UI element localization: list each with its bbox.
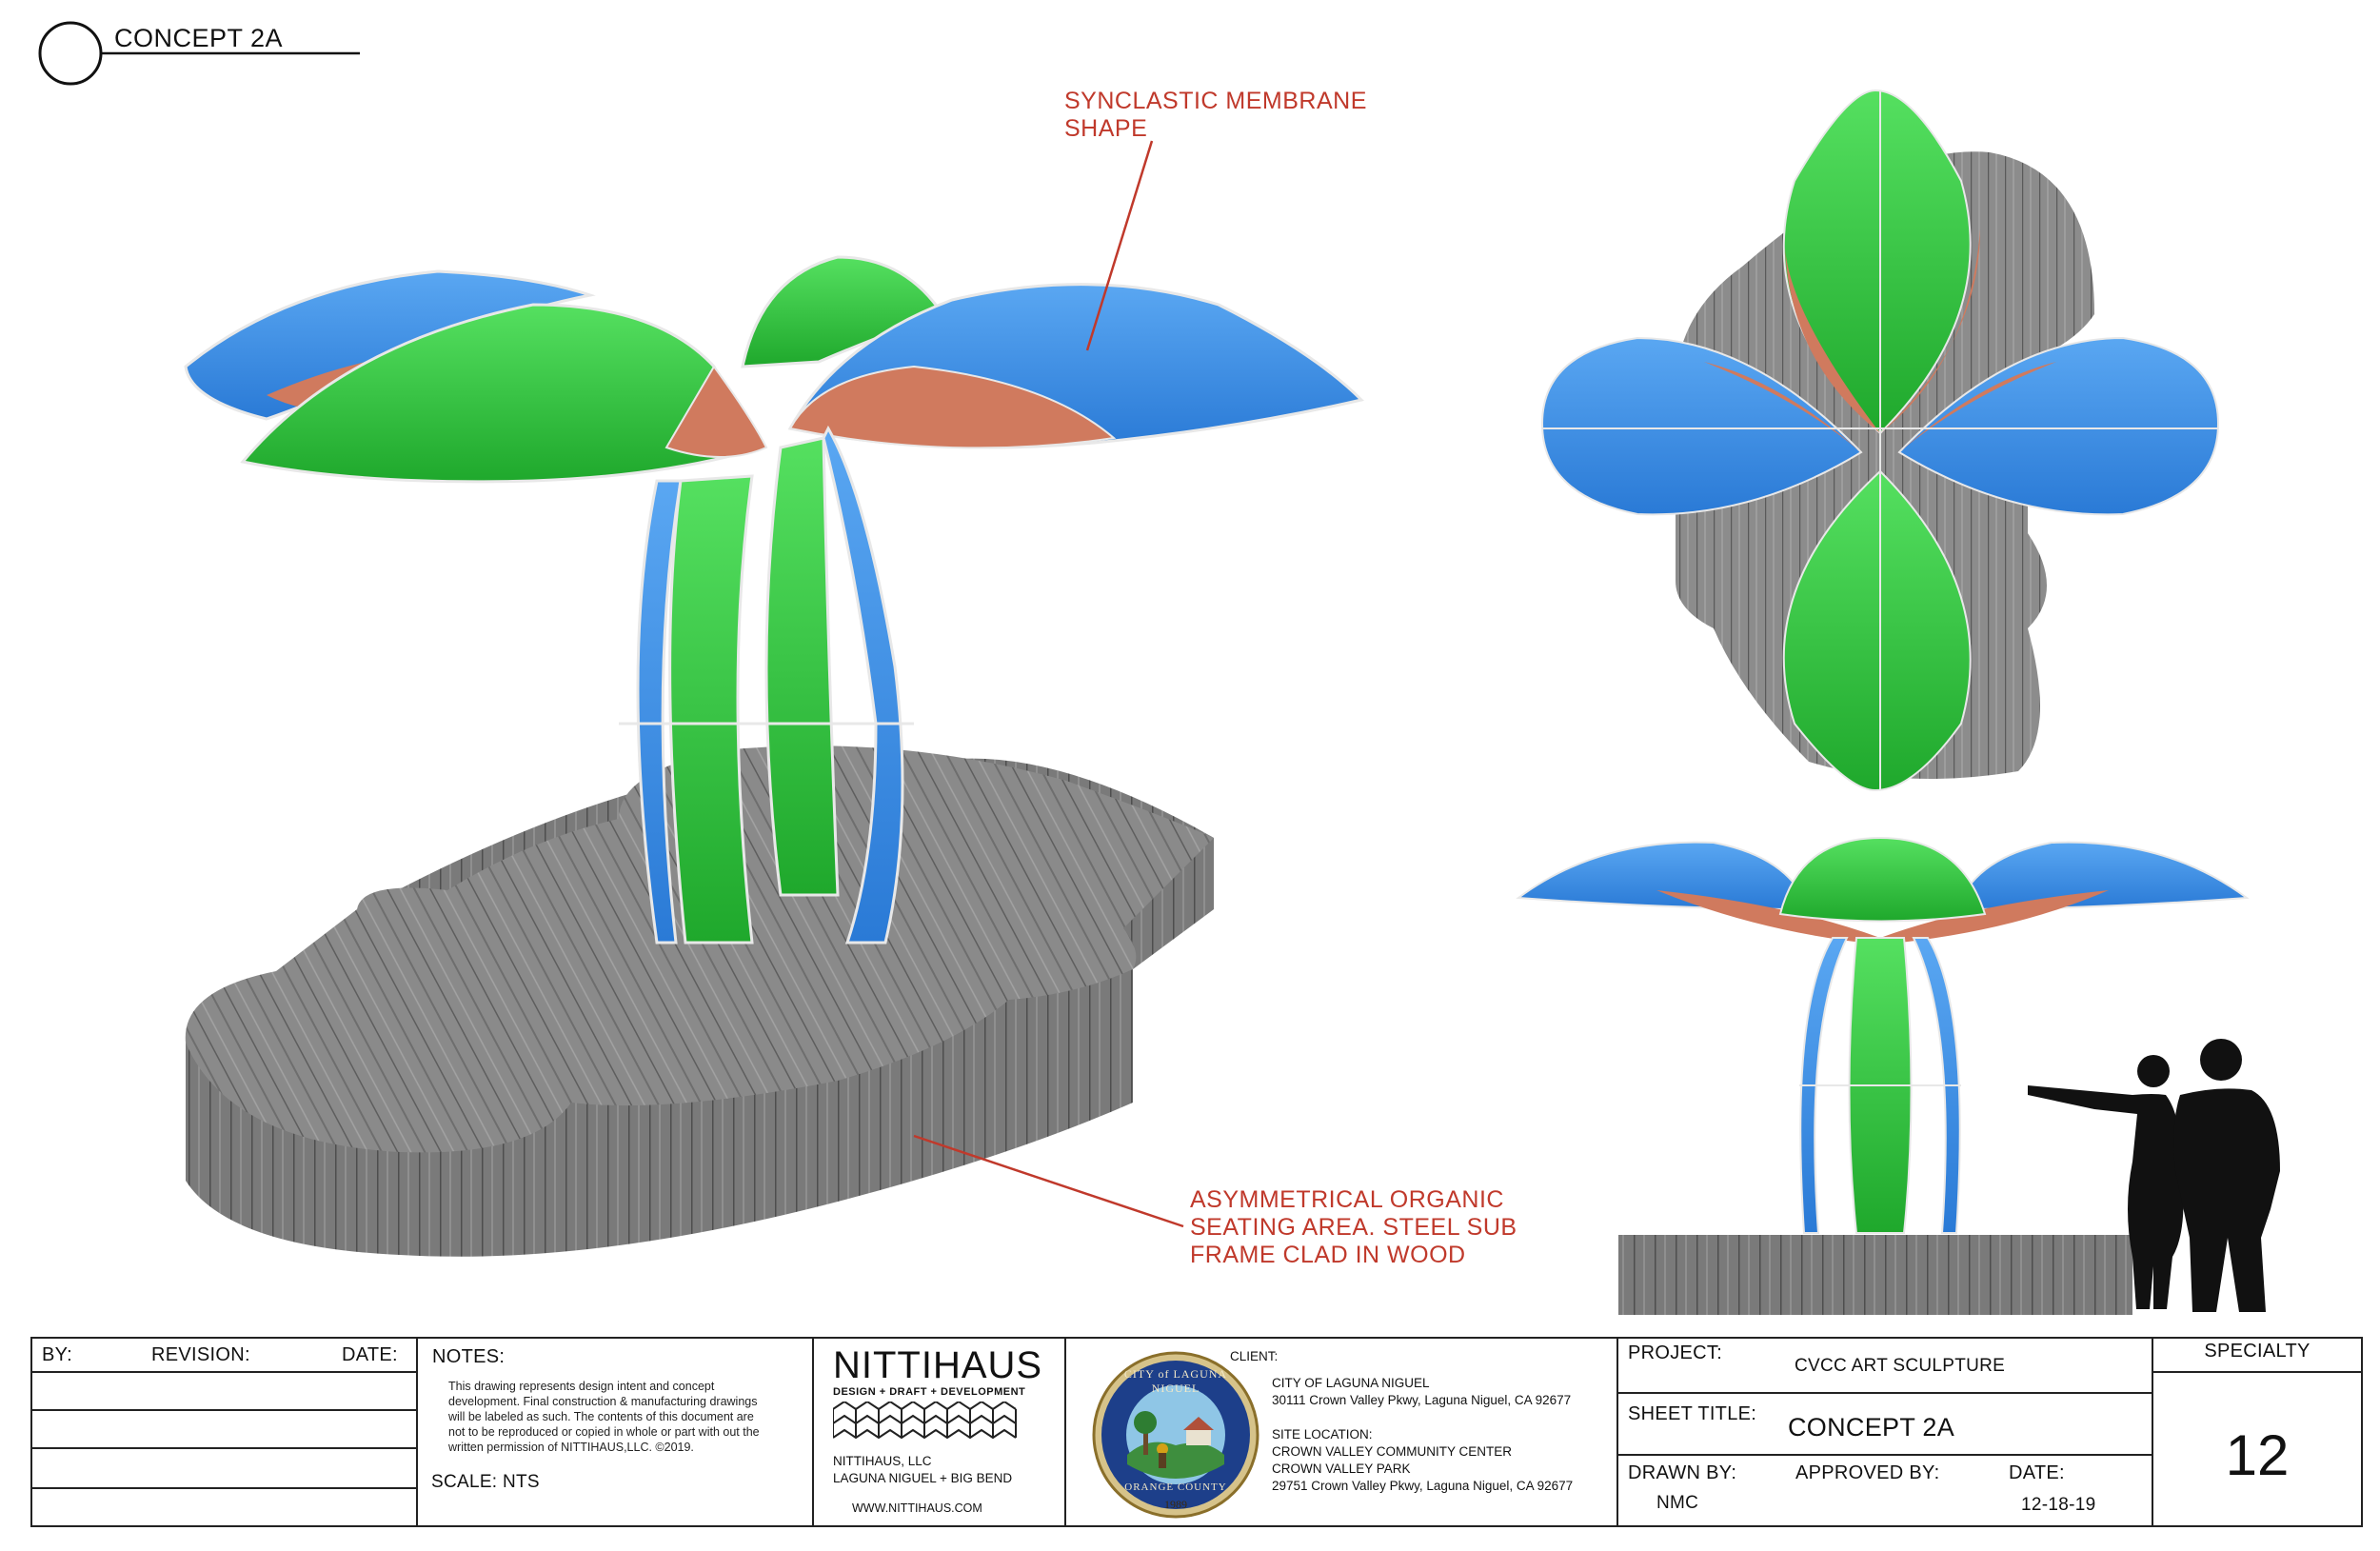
revision-column: BY: REVISION: DATE: xyxy=(32,1339,418,1525)
project-divider-2 xyxy=(1618,1454,2152,1456)
notes-line-3: will be labeled as such. The contents of… xyxy=(448,1410,754,1423)
human-figures-silhouette xyxy=(2028,1039,2280,1312)
firm-website: WWW.NITTIHAUS.COM xyxy=(852,1501,982,1515)
revision-label: REVISION: xyxy=(151,1344,250,1365)
column-left-blue xyxy=(636,479,683,945)
notes-heading: NOTES: xyxy=(432,1346,506,1367)
firm-column: NITTIHAUS DESIGN + DRAFT + DEVELOPMENT N… xyxy=(814,1339,1066,1525)
canopy-right-underside xyxy=(788,365,1117,449)
plan-petal-bottom xyxy=(1782,469,1972,792)
membrane-callout-line2: SHAPE xyxy=(1064,115,1148,142)
elevation-canopy-right xyxy=(1954,841,2250,911)
plan-petal-top xyxy=(1782,89,1972,435)
seating-leader-line xyxy=(913,1134,1184,1228)
perspective-view xyxy=(184,255,1364,1257)
revision-row-line-4 xyxy=(32,1487,416,1489)
elevation-dome xyxy=(1778,836,1987,923)
specialty-divider xyxy=(2153,1371,2361,1373)
site-location-label: SITE LOCATION: xyxy=(1272,1427,1373,1442)
sheet-title: CONCEPT 2A xyxy=(1788,1413,1955,1442)
notes-line-1: This drawing represents design intent an… xyxy=(448,1380,715,1393)
site-address: 29751 Crown Valley Pkwy, Laguna Niguel, … xyxy=(1272,1479,1574,1493)
project-date-label: DATE: xyxy=(2009,1462,2065,1483)
firm-llc: NITTIHAUS, LLC xyxy=(833,1454,932,1468)
client-address: 30111 Crown Valley Pkwy, Laguna Niguel, … xyxy=(1272,1393,1572,1407)
seating-callout-line3: FRAME CLAD IN WOOD xyxy=(1190,1242,1466,1268)
elevation-column-left xyxy=(1799,937,1849,1234)
sheet-title-label: SHEET TITLE: xyxy=(1628,1403,1757,1424)
notes-column: NOTES: This drawing represents design in… xyxy=(418,1339,814,1525)
seating-callout-line1: ASYMMETRICAL ORGANIC xyxy=(1190,1186,1504,1213)
revision-row-line-3 xyxy=(32,1447,416,1449)
drawn-by-label: DRAWN BY: xyxy=(1628,1462,1737,1483)
notes-line-4: not to be reproduced or copied in whole … xyxy=(448,1425,760,1439)
client-label: CLIENT: xyxy=(1230,1349,1279,1363)
client-column: CITY of LAGUNA NIGUEL ORANGE COUNTY 1989… xyxy=(1066,1339,1618,1525)
site-line-1: CROWN VALLEY COMMUNITY CENTER xyxy=(1272,1444,1513,1459)
firm-tagline: DESIGN + DRAFT + DEVELOPMENT xyxy=(833,1386,1026,1398)
revision-date-label: DATE: xyxy=(342,1344,398,1365)
site-line-2: CROWN VALLEY PARK xyxy=(1272,1462,1411,1476)
project-label: PROJECT: xyxy=(1628,1342,1723,1363)
scale-label: SCALE: NTS xyxy=(431,1472,540,1492)
sheet-number: 12 xyxy=(2225,1423,2290,1487)
plan-petal-top-underside xyxy=(1785,229,1980,433)
project-name: CVCC ART SCULPTURE xyxy=(1795,1356,2006,1376)
elevation-canopy-left xyxy=(1516,841,1811,911)
project-date-value: 12-18-19 xyxy=(2021,1495,2096,1515)
elevation-column-right xyxy=(1912,937,1961,1234)
notes-line-2: development. Final construction & manufa… xyxy=(448,1395,758,1408)
client-name: CITY OF LAGUNA NIGUEL xyxy=(1272,1376,1430,1390)
seating-base-top xyxy=(185,746,1214,1153)
project-column: PROJECT: CVCC ART SCULPTURE SHEET TITLE:… xyxy=(1618,1339,2153,1525)
firm-locations: LAGUNA NIGUEL + BIG BEND xyxy=(833,1471,1013,1485)
column-right-blue xyxy=(822,425,904,945)
plan-seating xyxy=(1676,151,2094,780)
seal-year: 1989 xyxy=(1164,1498,1187,1511)
revision-row-line-1 xyxy=(32,1371,416,1373)
concept-marker-circle xyxy=(38,21,103,86)
notes-line-5: written permission of NITTIHAUS,LLC. ©20… xyxy=(448,1441,694,1454)
plan-view xyxy=(1540,89,2220,792)
elevation-view xyxy=(1516,836,2250,1315)
project-divider-1 xyxy=(1618,1392,2152,1394)
specialty-label: SPECIALTY xyxy=(2204,1341,2311,1362)
membrane-leader-line xyxy=(1085,140,1154,351)
revision-row-line-2 xyxy=(32,1409,416,1411)
membrane-callout: SYNCLASTIC MEMBRANE SHAPE xyxy=(1064,88,1367,143)
plan-petal-left xyxy=(1540,336,1863,516)
seal-city-text: CITY of LAGUNA NIGUEL xyxy=(1123,1367,1228,1395)
elevation-seating xyxy=(1618,1235,2132,1315)
by-label: BY: xyxy=(42,1344,73,1365)
seating-callout-line2: SEATING AREA. STEEL SUB xyxy=(1190,1214,1517,1241)
drawn-by-value: NMC xyxy=(1656,1493,1699,1513)
column-left-green xyxy=(668,474,754,945)
approved-by-label: APPROVED BY: xyxy=(1795,1462,1940,1483)
column-right-green xyxy=(764,436,840,897)
elevation-canopy-underside xyxy=(1656,890,2109,945)
concept-label: CONCEPT 2A xyxy=(114,24,284,52)
city-seal xyxy=(1092,1351,1259,1519)
title-block: BY: REVISION: DATE: NOTES: This drawing … xyxy=(30,1337,2363,1527)
plan-petal-right xyxy=(1897,336,2220,516)
firm-logo-pattern xyxy=(833,1402,1017,1440)
seal-county-text: ORANGE COUNTY xyxy=(1124,1481,1227,1493)
specialty-column: SPECIALTY 12 xyxy=(2153,1339,2361,1525)
membrane-callout-line1: SYNCLASTIC MEMBRANE xyxy=(1064,88,1367,114)
firm-logo-name: NITTIHAUS xyxy=(833,1344,1043,1386)
canopy-front-left-flap xyxy=(664,365,768,458)
notes-body: This drawing represents design intent an… xyxy=(448,1379,760,1455)
seating-callout: ASYMMETRICAL ORGANIC SEATING AREA. STEEL… xyxy=(1190,1186,1517,1269)
